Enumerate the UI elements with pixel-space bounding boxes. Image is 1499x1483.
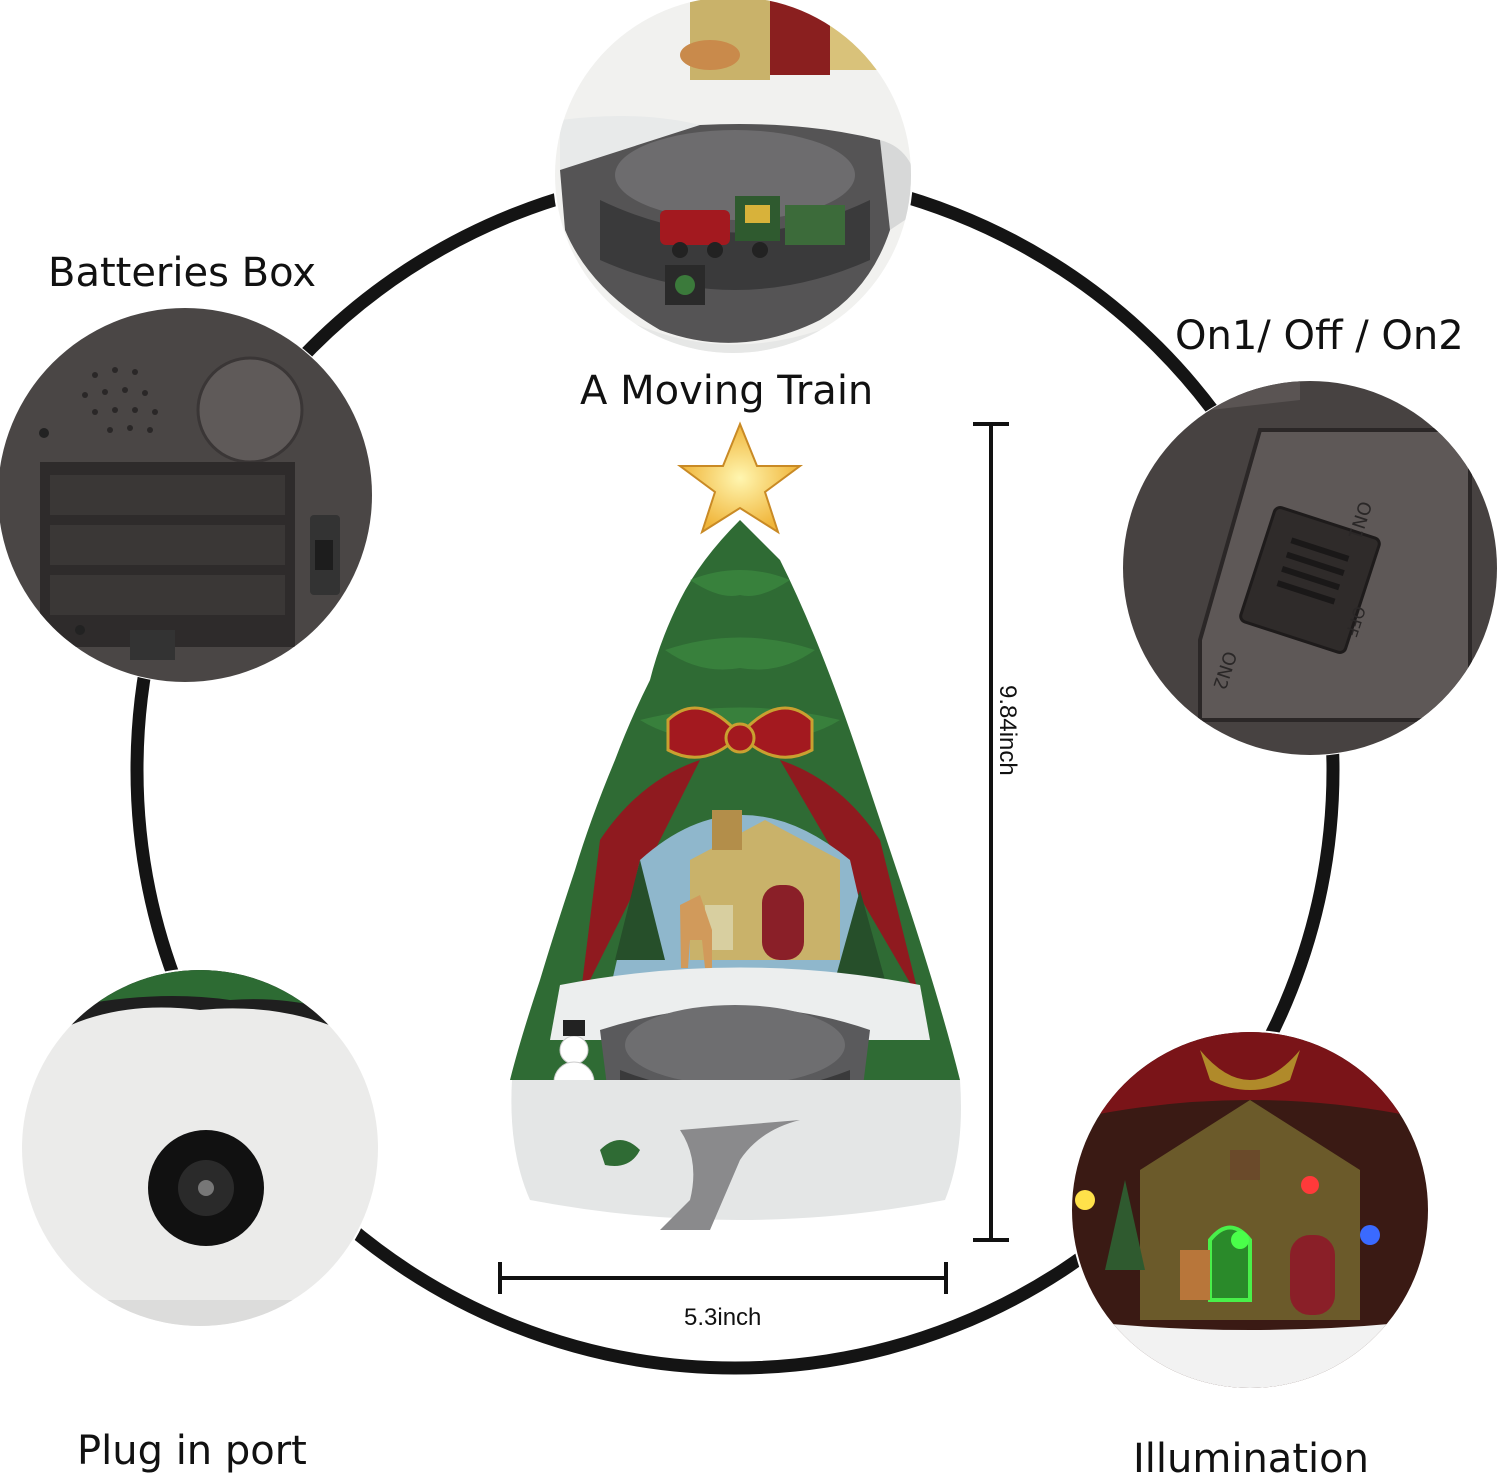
width-dimension-marker [498,1262,948,1294]
width-dimension-label: 5.3inch [684,1304,762,1331]
height-dimension-marker [973,422,1009,1242]
plug-port-label: Plug in port [77,1428,307,1474]
switch-label: On1/ Off / On2 [1175,313,1464,359]
moving-train-label: A Moving Train [580,368,874,414]
batteries-box-label: Batteries Box [48,250,317,296]
illumination-label: Illumination [1133,1436,1369,1482]
train-detail-photo [553,0,913,355]
star-topper [676,421,804,535]
switch-photo: ON1 OFF ON2 [1122,380,1498,756]
batteries-box-photo [0,307,373,683]
height-dimension-label: 9.84inch [994,685,1021,776]
christmas-tree-figurine [510,421,961,1230]
plug-port-photo [20,968,380,1328]
illumination-photo [1070,1030,1430,1390]
